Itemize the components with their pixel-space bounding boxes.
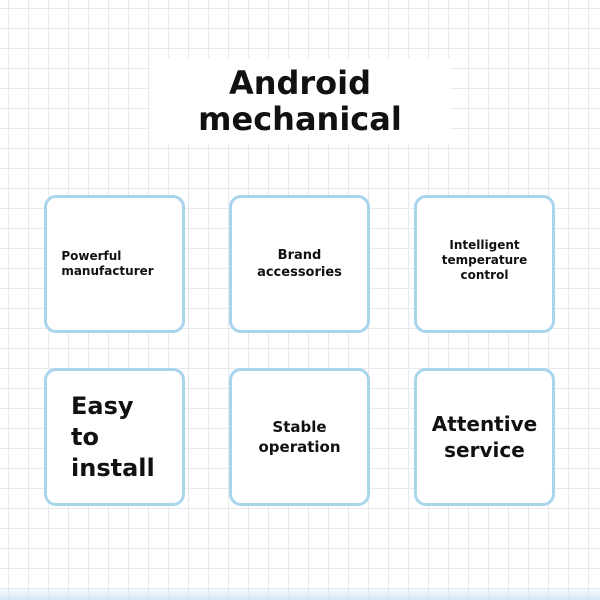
card-label: Brand accessories — [257, 248, 342, 280]
card-stable-operation: Stable operation — [229, 368, 370, 506]
card-label: Stable operation — [258, 418, 341, 456]
bottom-gradient-band — [0, 586, 600, 600]
page-title: Android mechanical — [198, 65, 402, 137]
card-label: Easy to install — [71, 391, 155, 482]
card-easy-to-install: Easy to install — [44, 368, 185, 506]
title-panel: Android mechanical — [150, 58, 450, 144]
page-title-text: Android mechanical — [198, 64, 402, 138]
card-brand-accessories: Brand accessories — [229, 195, 370, 333]
card-label: Powerful manufacturer — [61, 249, 154, 278]
card-powerful-manufacturer: Powerful manufacturer — [44, 195, 185, 333]
card-label: Attentive service — [431, 412, 538, 462]
card-attentive-service: Attentive service — [414, 368, 555, 506]
card-intelligent-temperature-control: Intelligent temperature control — [414, 195, 555, 333]
card-label: Intelligent temperature control — [441, 237, 528, 282]
